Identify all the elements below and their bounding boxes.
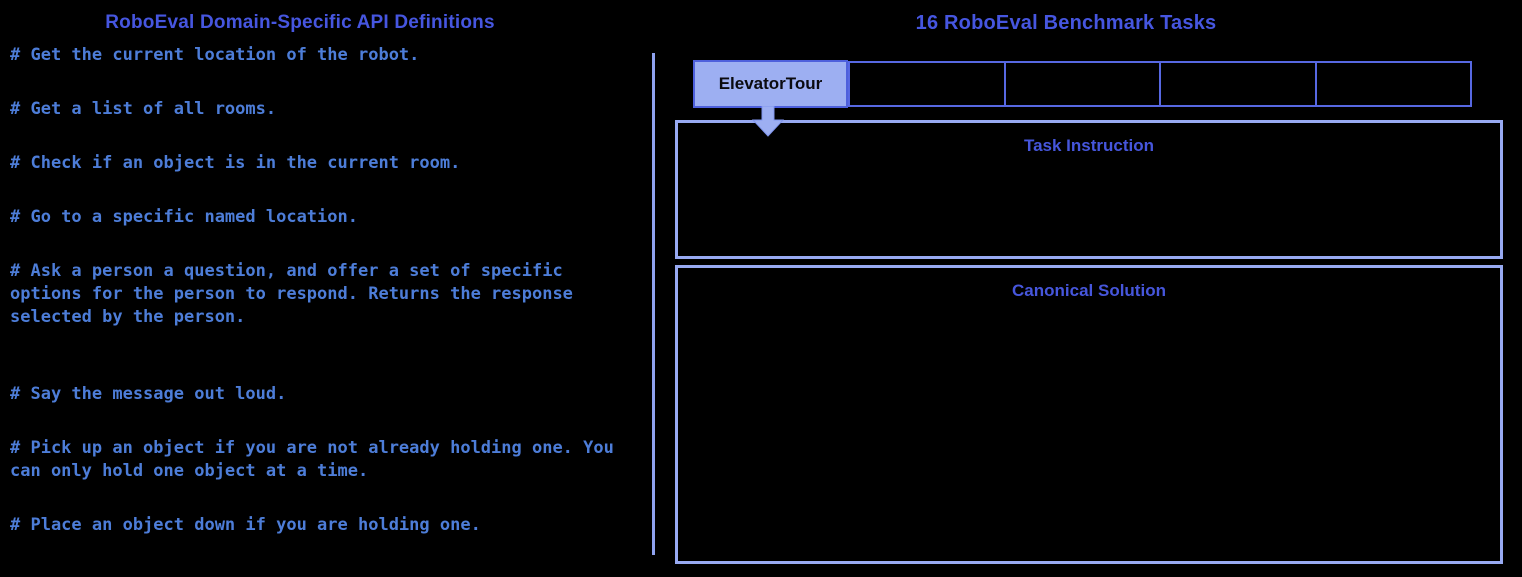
api-comment-check-object: # Check if an object is in the current r… bbox=[10, 153, 461, 173]
task-instruction-title: Task Instruction bbox=[1023, 136, 1155, 155]
tab-empty-2 bbox=[1003, 63, 1160, 105]
api-comment-say-message: # Say the message out loud. bbox=[10, 384, 287, 404]
api-comment-get-rooms: # Get a list of all rooms. bbox=[10, 99, 277, 119]
right-panel-title: 16 RoboEval Benchmark Tasks bbox=[915, 12, 1217, 34]
tab-elevator-tour: ElevatorTour bbox=[693, 60, 848, 108]
api-comment-ask-person: # Ask a person a question, and offer a s… bbox=[10, 261, 573, 327]
api-comment-get-location: # Get the current location of the robot. bbox=[10, 45, 420, 65]
api-comment-place-down: # Place an object down if you are holdin… bbox=[10, 515, 481, 535]
canonical-solution-box: Canonical Solution bbox=[675, 265, 1503, 564]
left-panel-title: RoboEval Domain-Specific API Definitions bbox=[105, 12, 495, 33]
api-comment-pick-up: # Pick up an object if you are not alrea… bbox=[10, 438, 614, 481]
task-instruction-box: Task Instruction bbox=[675, 120, 1503, 259]
tab-empty-1 bbox=[850, 63, 1004, 105]
tab-empty-4 bbox=[1314, 63, 1471, 105]
down-arrow-icon bbox=[751, 106, 785, 137]
tab-empty-3 bbox=[1159, 63, 1315, 105]
api-comment-go-to: # Go to a specific named location. bbox=[10, 207, 358, 227]
panel-divider bbox=[652, 53, 655, 555]
canonical-solution-title: Canonical Solution bbox=[1012, 281, 1166, 300]
benchmark-tab-row bbox=[848, 61, 1472, 107]
